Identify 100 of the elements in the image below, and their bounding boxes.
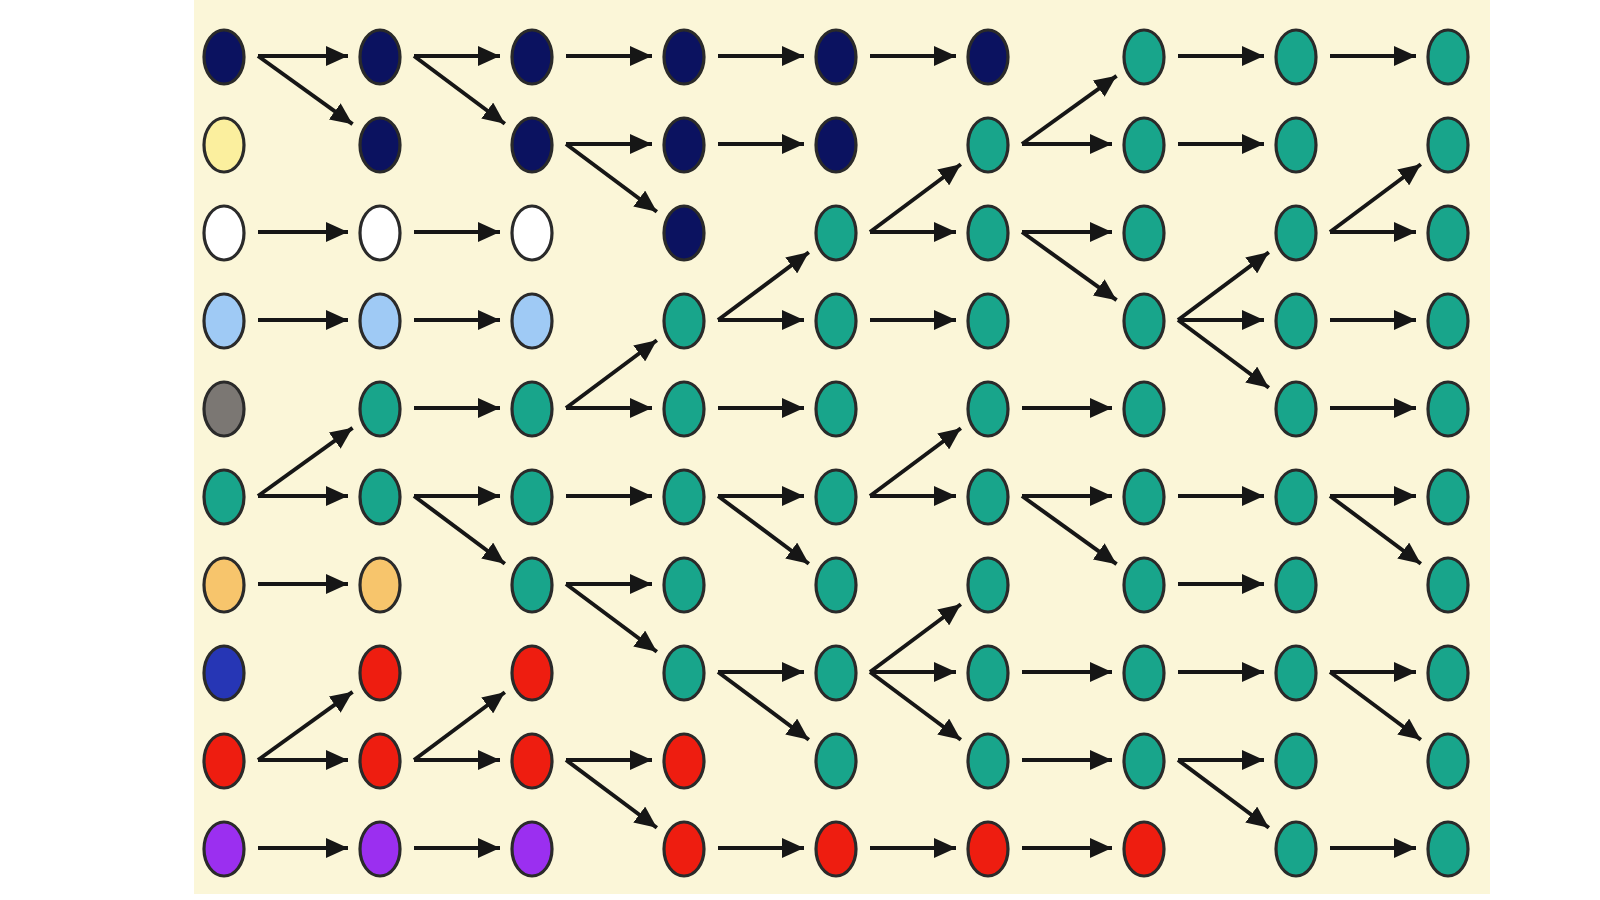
circle-node bbox=[814, 555, 858, 613]
circle-node bbox=[662, 819, 706, 877]
circle-node bbox=[1122, 555, 1166, 613]
circle-node bbox=[1274, 467, 1318, 525]
arrow bbox=[414, 838, 500, 858]
arrow bbox=[258, 222, 348, 242]
arrow bbox=[414, 398, 500, 418]
circle-node bbox=[202, 27, 246, 85]
circle-node bbox=[510, 467, 554, 525]
arrow bbox=[564, 338, 659, 410]
circle-node bbox=[510, 819, 554, 877]
arrow bbox=[868, 426, 963, 498]
circle-node bbox=[662, 731, 706, 789]
arrow bbox=[256, 54, 354, 126]
arrow bbox=[868, 670, 963, 742]
circle-node bbox=[358, 819, 402, 877]
circle-node bbox=[1274, 27, 1318, 85]
circle-node bbox=[662, 555, 706, 613]
circle-node bbox=[662, 291, 706, 349]
circle-node bbox=[966, 555, 1010, 613]
arrow bbox=[258, 486, 348, 506]
arrow bbox=[1178, 134, 1264, 154]
arrow bbox=[564, 582, 659, 654]
circle-node bbox=[1426, 115, 1470, 173]
arrow bbox=[1178, 310, 1264, 330]
circle-node bbox=[1122, 27, 1166, 85]
circle-node bbox=[1274, 643, 1318, 701]
circle-node bbox=[358, 291, 402, 349]
arrow bbox=[716, 670, 811, 742]
arrow bbox=[566, 46, 652, 66]
circle-node bbox=[202, 555, 246, 613]
circle-node bbox=[510, 643, 554, 701]
arrow bbox=[1330, 398, 1416, 418]
arrow bbox=[566, 134, 652, 154]
circle-node bbox=[202, 819, 246, 877]
arrow bbox=[1178, 486, 1264, 506]
arrow bbox=[870, 486, 956, 506]
circle-node bbox=[358, 203, 402, 261]
circle-node bbox=[1426, 643, 1470, 701]
arrow bbox=[1176, 758, 1271, 830]
circle-node bbox=[1274, 555, 1318, 613]
arrow bbox=[1178, 750, 1264, 770]
circle-node bbox=[1426, 203, 1470, 261]
circle-node bbox=[202, 467, 246, 525]
circle-node bbox=[1122, 291, 1166, 349]
circle-node bbox=[1426, 555, 1470, 613]
arrow bbox=[868, 162, 963, 234]
circle-node bbox=[1274, 379, 1318, 437]
circle-node bbox=[662, 467, 706, 525]
circle-node bbox=[966, 291, 1010, 349]
arrow bbox=[1330, 662, 1416, 682]
arrow bbox=[414, 46, 500, 66]
arrow bbox=[412, 54, 507, 126]
arrow bbox=[870, 310, 956, 330]
arrow bbox=[564, 142, 659, 214]
arrow bbox=[1022, 750, 1112, 770]
arrow bbox=[1330, 46, 1416, 66]
circle-node bbox=[814, 467, 858, 525]
circle-node bbox=[1426, 467, 1470, 525]
arrow bbox=[718, 662, 804, 682]
arrow bbox=[258, 46, 348, 66]
arrow bbox=[870, 222, 956, 242]
arrow bbox=[412, 494, 507, 566]
circle-node bbox=[510, 115, 554, 173]
circle-node bbox=[202, 203, 246, 261]
arrow bbox=[718, 838, 804, 858]
arrow bbox=[1328, 670, 1423, 742]
arrow bbox=[1020, 494, 1118, 566]
arrow bbox=[258, 574, 348, 594]
arrow bbox=[414, 310, 500, 330]
arrow bbox=[414, 222, 500, 242]
arrow bbox=[1178, 46, 1264, 66]
arrow bbox=[870, 46, 956, 66]
arrow bbox=[566, 486, 652, 506]
circle-node bbox=[1274, 291, 1318, 349]
arrow bbox=[258, 310, 348, 330]
arrow bbox=[1022, 398, 1112, 418]
arrow bbox=[1330, 310, 1416, 330]
arrow bbox=[868, 602, 963, 674]
arrow bbox=[1022, 838, 1112, 858]
circle-node bbox=[510, 291, 554, 349]
circle-node bbox=[510, 731, 554, 789]
circle-node bbox=[814, 291, 858, 349]
arrow bbox=[1178, 574, 1264, 594]
arrow bbox=[1176, 318, 1271, 390]
circle-node bbox=[662, 203, 706, 261]
circle-node bbox=[966, 115, 1010, 173]
circle-node bbox=[662, 27, 706, 85]
circle-node bbox=[1426, 379, 1470, 437]
arrow bbox=[564, 758, 659, 830]
circle-node bbox=[358, 27, 402, 85]
circle-node bbox=[202, 731, 246, 789]
arrow bbox=[258, 838, 348, 858]
arrow bbox=[1178, 662, 1264, 682]
arrow bbox=[716, 494, 811, 566]
arrow bbox=[1328, 162, 1423, 234]
arrow bbox=[256, 426, 354, 498]
arrow bbox=[1020, 74, 1118, 146]
circle-node bbox=[1122, 467, 1166, 525]
circle-node bbox=[1274, 203, 1318, 261]
